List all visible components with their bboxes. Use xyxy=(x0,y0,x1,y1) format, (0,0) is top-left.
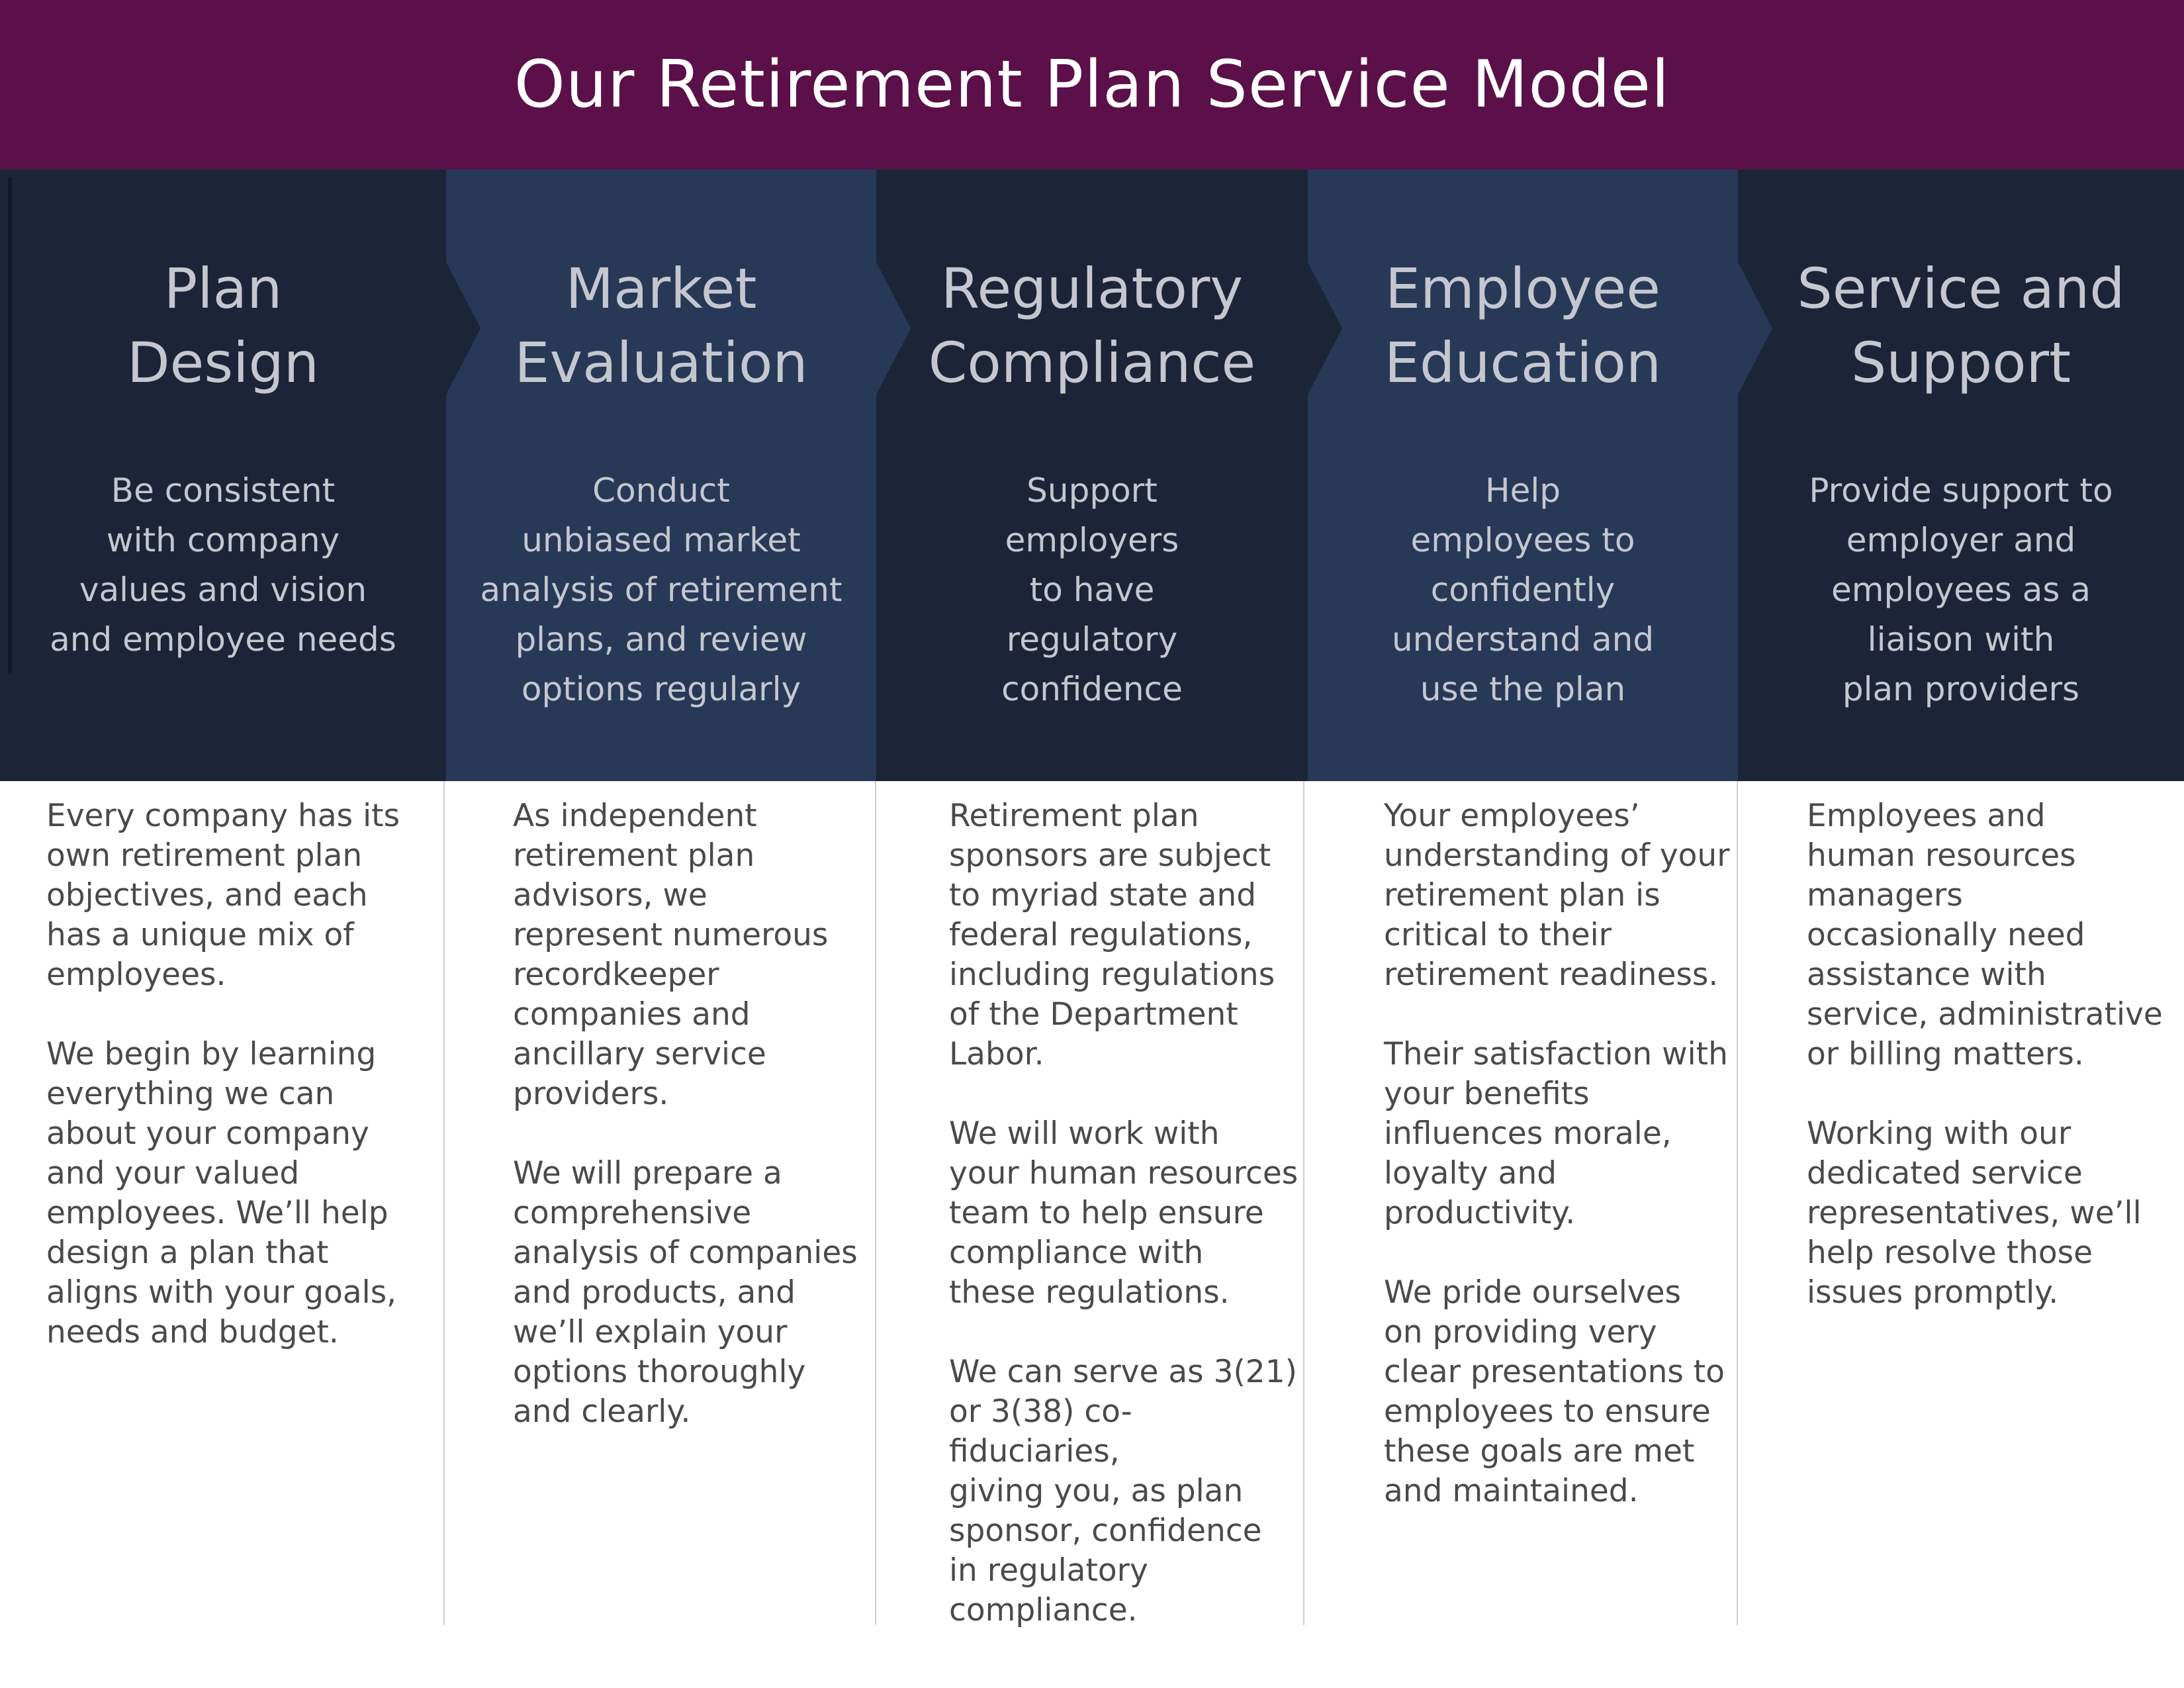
step-title: Employee Education xyxy=(1384,256,1662,395)
column-plan-design: Every company has its own retirement pla… xyxy=(46,796,437,1392)
body-paragraph: We can serve as 3(21) or 3(38) co-fiduci… xyxy=(949,1354,1297,1628)
step-title: Regulatory Compliance xyxy=(928,256,1256,395)
band-background xyxy=(0,169,2184,781)
step-tagline: Provide support to employer and employee… xyxy=(1809,471,2113,708)
arrow-tip-market xyxy=(876,262,911,395)
body-paragraph: We will prepare a comprehensive analysis… xyxy=(513,1155,858,1430)
body-paragraph: Every company has its own retirement pla… xyxy=(46,798,400,993)
step-market-evaluation: Market Evaluation Conduct unbiased marke… xyxy=(446,169,876,781)
body-paragraph: Retirement plan sponsors are subject to … xyxy=(949,798,1275,1072)
body-paragraph: Employees and human resources managers o… xyxy=(1807,798,2163,1072)
column-divider xyxy=(1737,781,1738,1625)
step-tagline: Be consistent with company values and vi… xyxy=(50,471,396,659)
step-tagline: Conduct unbiased market analysis of reti… xyxy=(480,471,842,708)
step-plan-design: Plan Design Be consistent with company v… xyxy=(0,169,446,781)
step-tagline: Support employers to have regulatory con… xyxy=(1001,471,1183,708)
body-paragraph: As independent retirement plan advisors,… xyxy=(513,798,829,1112)
arrow-tip-plan xyxy=(446,262,480,395)
step-chevron-employee-education xyxy=(1308,169,1738,781)
step-title: Market Evaluation xyxy=(514,256,808,395)
arrow-tip-education xyxy=(1738,262,1772,395)
column-regulatory-compliance: Retirement plan sponsors are subject to … xyxy=(949,796,1300,1670)
column-divider xyxy=(443,781,445,1625)
process-band: Plan Design Be consistent with company v… xyxy=(0,169,2184,781)
column-divider xyxy=(1303,781,1304,1625)
body-paragraph: Working with our dedicated service repre… xyxy=(1807,1115,2142,1311)
arrow-tip-regulatory xyxy=(1308,262,1342,395)
body-paragraph: We begin by learning everything we can a… xyxy=(46,1036,397,1350)
process-chevrons xyxy=(0,169,2184,781)
column-divider xyxy=(875,781,876,1625)
column-market-evaluation: As independent retirement plan advisors,… xyxy=(513,796,870,1472)
body-paragraph: Your employees’ understanding of your re… xyxy=(1384,798,1730,993)
step-title: Plan Design xyxy=(126,256,320,395)
page-title: Our Retirement Plan Service Model xyxy=(514,47,1670,122)
body-paragraph: We pride ourselves on providing very cle… xyxy=(1384,1274,1725,1509)
title-banner: Our Retirement Plan Service Model xyxy=(0,0,2184,169)
body-paragraph: Their satisfaction with your benefits in… xyxy=(1384,1036,1728,1231)
column-employee-education: Your employees’ understanding of your re… xyxy=(1384,796,1733,1551)
column-service-support: Employees and human resources managers o… xyxy=(1807,796,2177,1352)
step-employee-education: Employee Education Help employees to con… xyxy=(1308,169,1738,781)
band-left-edge xyxy=(8,177,12,674)
step-chevron-market-evaluation xyxy=(446,169,876,781)
body-paragraph: We will work with your human resources t… xyxy=(949,1115,1298,1311)
step-service-support: Service and Support Provide support to e… xyxy=(1738,169,2184,781)
step-title: Service and Support xyxy=(1797,256,2125,395)
step-regulatory-compliance: Regulatory Compliance Support employers … xyxy=(876,169,1308,781)
step-tagline: Help employees to confidently understand… xyxy=(1391,471,1655,708)
